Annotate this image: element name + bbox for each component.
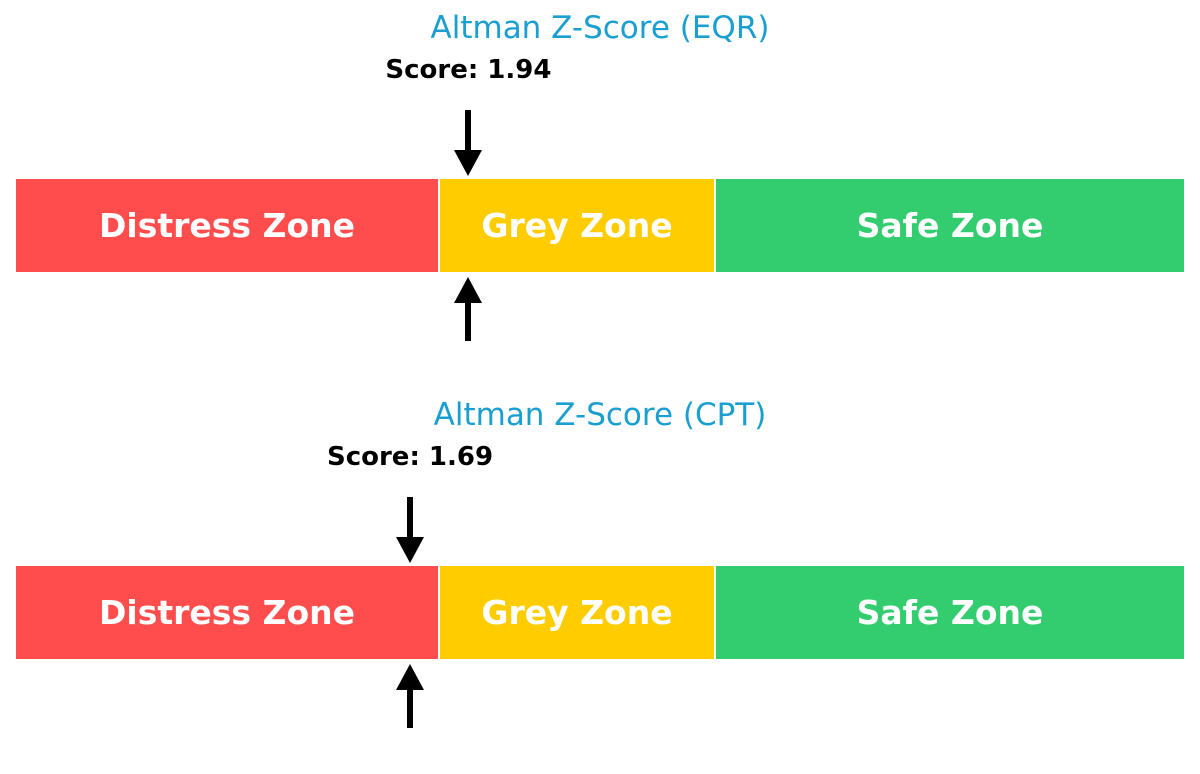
safe-zone: Safe Zone [714, 566, 1184, 659]
zone-label: Distress Zone [98, 593, 356, 632]
grey-zone: Grey Zone [438, 566, 714, 659]
zone-bar: Distress Zone Grey Zone Safe Zone [16, 566, 1184, 659]
zone-label: Distress Zone [98, 206, 356, 245]
score-arrow-up-icon [454, 277, 483, 341]
zone-label: Safe Zone [856, 593, 1044, 632]
score-label: Score: 1.94 [385, 55, 552, 85]
score-arrow-up-icon [396, 664, 425, 728]
distress-zone: Distress Zone [16, 566, 438, 659]
zone-label: Grey Zone [481, 206, 673, 245]
distress-zone: Distress Zone [16, 179, 438, 272]
score-arrow-down-icon [396, 497, 425, 563]
zone-label: Grey Zone [481, 593, 673, 632]
zscore-panel-eqr: Altman Z-Score (EQR) Score: 1.94 Distres… [16, 10, 1184, 341]
score-label: Score: 1.69 [326, 442, 494, 472]
score-arrow-down-icon [454, 110, 483, 176]
chart-title: Altman Z-Score (CPT) [433, 397, 767, 433]
zone-bar: Distress Zone Grey Zone Safe Zone [16, 179, 1184, 272]
chart-title: Altman Z-Score (EQR) [430, 10, 770, 46]
zscore-panel-cpt: Altman Z-Score (CPT) Score: 1.69 Distres… [0, 387, 1200, 774]
grey-zone: Grey Zone [438, 179, 714, 272]
safe-zone: Safe Zone [714, 179, 1184, 272]
zone-label: Safe Zone [856, 206, 1044, 245]
